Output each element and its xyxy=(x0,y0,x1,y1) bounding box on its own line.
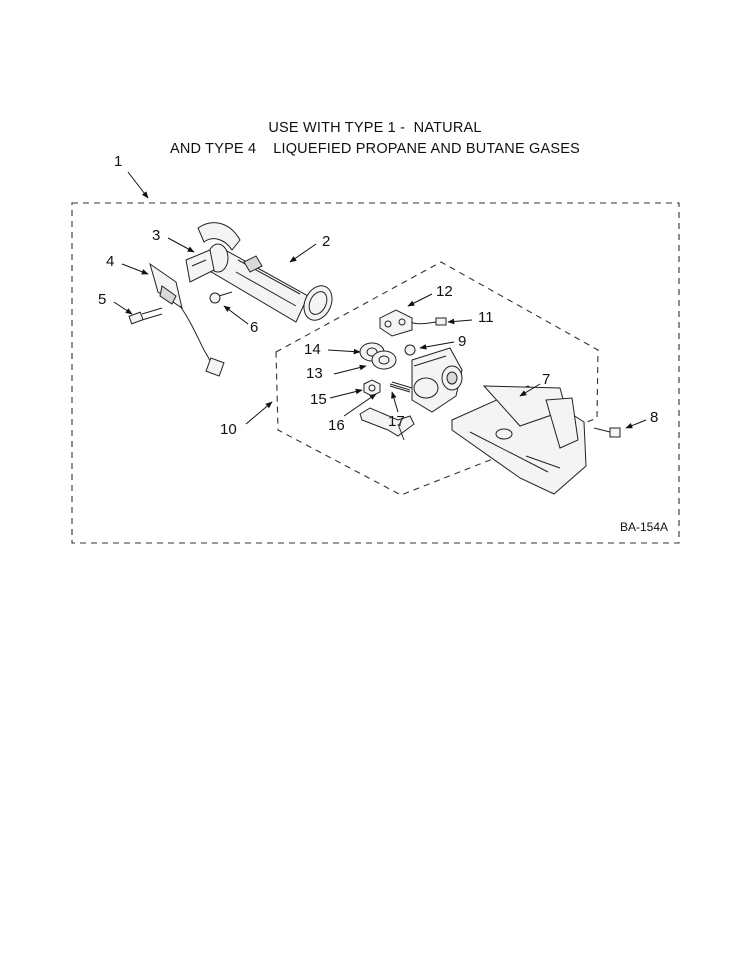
diagram-code: BA-154A xyxy=(620,520,668,534)
gas-valve xyxy=(404,344,463,413)
callout-7: 7 xyxy=(542,371,550,388)
burner-tube xyxy=(197,222,333,323)
callout-14: 14 xyxy=(304,341,321,358)
igniter xyxy=(149,262,225,377)
diagram-title-line-1: USE WITH TYPE 1 - NATURAL xyxy=(268,120,482,136)
nut-15 xyxy=(363,379,381,397)
valve-coil xyxy=(359,342,397,370)
valve-group-boundary xyxy=(275,261,599,496)
callout-11: 11 xyxy=(478,309,494,326)
igniter-bracket xyxy=(185,249,215,283)
burner-bracket xyxy=(451,385,587,495)
callout-8: 8 xyxy=(650,409,658,426)
callout-17: 17 xyxy=(388,413,405,430)
callout-13: 13 xyxy=(306,365,323,382)
assembly-boundary xyxy=(71,202,680,544)
callout-4: 4 xyxy=(106,253,114,270)
diagram-title-line-2: AND TYPE 4 LIQUEFIED PROPANE AND BUTANE … xyxy=(169,141,581,157)
callout-1: 1 xyxy=(114,153,122,170)
screw-8 xyxy=(593,427,621,438)
callout-3: 3 xyxy=(152,227,160,244)
callout-10: 10 xyxy=(220,421,237,438)
callout-16: 16 xyxy=(328,417,345,434)
spring-pin xyxy=(389,381,413,393)
callout-6: 6 xyxy=(250,319,258,336)
callout-15: 15 xyxy=(310,391,327,408)
callout-9: 9 xyxy=(458,333,466,350)
screw-6 xyxy=(209,291,233,304)
callout-2: 2 xyxy=(322,233,330,250)
coil-bracket xyxy=(379,309,413,337)
callout-12: 12 xyxy=(436,283,453,300)
screw-5 xyxy=(128,307,163,325)
orifice-tube xyxy=(359,407,415,441)
callout-5: 5 xyxy=(98,291,106,308)
